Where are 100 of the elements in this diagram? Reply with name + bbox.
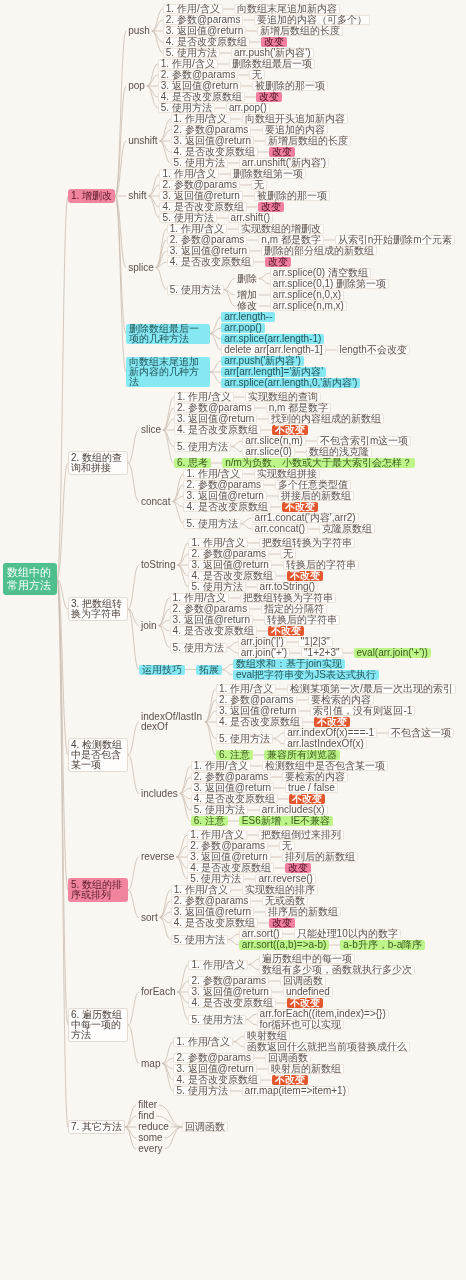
subtopic: 拼接后的新数组 [277, 491, 354, 501]
connector [146, 74, 159, 87]
connector [159, 118, 171, 142]
subtopic: 多个任意类型值 [275, 480, 352, 490]
highlight-note: eval把字符串变为JS表达式执行 [233, 670, 379, 680]
note-tag: n/m为负数、小数或大于最大索引会怎样？ [222, 458, 415, 468]
subtopic: 回调函数 [181, 1122, 228, 1132]
status-tag: 不改变 [286, 571, 323, 581]
subtopic: 4. 是否改变原数组 [183, 502, 271, 512]
subtopic: 不包含索引m这一项 [316, 436, 412, 446]
subtopic: 被删除的那一项 [252, 81, 329, 91]
connector [230, 446, 243, 453]
connector [172, 495, 184, 502]
subtopic: arr.slice(0) [242, 447, 295, 457]
connector [148, 195, 160, 219]
subtopic: 2. 参数@params [170, 896, 252, 906]
subtopic: 排序后的新数组 [265, 907, 342, 917]
connector [179, 765, 192, 794]
subtopic: 实现数组的查询 [244, 392, 321, 402]
subtopic: arr.splice(0,1) 删除第一项 [269, 279, 390, 289]
subtopic: 4. 是否改变原数组 [169, 626, 257, 636]
subtopic: 数组的浅克隆 [305, 447, 372, 457]
subtopic: 1. 作用/含义 [190, 761, 251, 771]
connector [209, 327, 222, 334]
connector [158, 619, 170, 626]
subtopic: 被删除的那一项 [253, 191, 330, 201]
topic-label: 删除 [234, 273, 259, 284]
subtopic: 无 [249, 70, 266, 80]
connector [223, 278, 236, 290]
subtopic: 4. 是否改变原数组 [190, 794, 278, 804]
status-tag: 改变 [257, 202, 284, 212]
connector [172, 501, 184, 508]
connector [175, 845, 188, 858]
branch-topic: 6. 遍历数组中每一项的方法 [68, 1008, 128, 1042]
subtopic: 5. 使用方法 [187, 874, 245, 884]
subtopic: 实现数组拼接 [254, 469, 321, 479]
connector [162, 407, 175, 431]
subtopic: 3. 返回值@return [157, 81, 242, 91]
subtopic: 无或函数 [262, 896, 309, 906]
subtopic: 实现数组的排序 [241, 885, 318, 895]
connector [159, 129, 171, 142]
connector [114, 195, 127, 373]
connector [179, 793, 192, 822]
subtopic: 把数组倒过来排列 [258, 830, 345, 840]
connector [127, 1024, 140, 1064]
subtopic: n,m 都是数字 [265, 403, 332, 413]
topic-label: find [136, 1111, 157, 1121]
topic-label: sort [139, 912, 160, 923]
connector [177, 991, 189, 1004]
topic-label: map [139, 1058, 163, 1069]
connector [227, 939, 240, 946]
subtopic: delete arr[arr.length-1] [221, 345, 326, 355]
connector [127, 608, 140, 626]
highlight-note: arr.pop() [221, 323, 265, 333]
highlight-note: arr.splice(arr.length-1) [221, 334, 325, 344]
subtopic: 1. 作用/含义 [187, 830, 248, 840]
connector [127, 564, 140, 610]
topic-label: slice [139, 425, 163, 435]
connector [155, 250, 168, 268]
topic-label: 修改 [234, 301, 259, 311]
connector [221, 669, 234, 676]
subtopic: 5. 使用方法 [174, 441, 232, 452]
subtopic: 4. 是否改变原数组 [162, 37, 250, 47]
subtopic: 5. 使用方法 [188, 582, 246, 592]
connector [124, 1104, 137, 1128]
subtopic: 转换后的字符串 [282, 560, 359, 570]
subtopic: arr.slice(n,m) [242, 436, 306, 446]
subtopic: 1. 作用/含义 [170, 114, 231, 124]
subtopic: 3. 返回值@return [188, 560, 272, 570]
topic-label: join [139, 620, 159, 631]
connector [162, 429, 175, 464]
subtopic: 4. 是否改变原数组 [187, 863, 275, 873]
subtopic: 不包含这一项 [388, 728, 455, 738]
subtopic: 2. 参数@params [183, 480, 265, 490]
connector [245, 1013, 257, 1020]
subtopic: 5. 使用方法 [216, 733, 274, 744]
connector [204, 721, 217, 756]
connector [179, 793, 192, 800]
subtopic: arr.shift() [227, 213, 274, 223]
subtopic: arr.concat() [251, 524, 309, 534]
subtopic: 无 [251, 180, 268, 190]
topic-label: reduce [136, 1122, 171, 1132]
connector [159, 889, 172, 918]
connector [114, 195, 127, 334]
subtopic: arr.forEach((item,index)=>{}) [256, 1009, 389, 1019]
subtopic: 3. 返回值@return [169, 615, 253, 625]
subtopic: 删除数组第一项 [230, 169, 307, 179]
subtopic: 3. 返回值@return [170, 136, 254, 146]
highlight-note: 删除数组最后一项的几种方法 [126, 323, 211, 344]
subtopic: 5. 使用方法 [169, 642, 227, 653]
subtopic: 遍历数组中的每一项 [259, 954, 356, 964]
subtopic: 检测数组中是否包含某一项 [261, 761, 388, 771]
subtopic: 3. 返回值@return [190, 783, 275, 793]
subtopic: arr.pop() [225, 103, 270, 113]
subtopic: arr.includes(x) [258, 805, 328, 815]
subtopic: 5. 使用方法 [170, 934, 228, 945]
topic-label: some [136, 1133, 165, 1143]
connector [223, 289, 236, 296]
subtopic: 3. 返回值@return [166, 246, 251, 256]
connector [240, 517, 252, 524]
